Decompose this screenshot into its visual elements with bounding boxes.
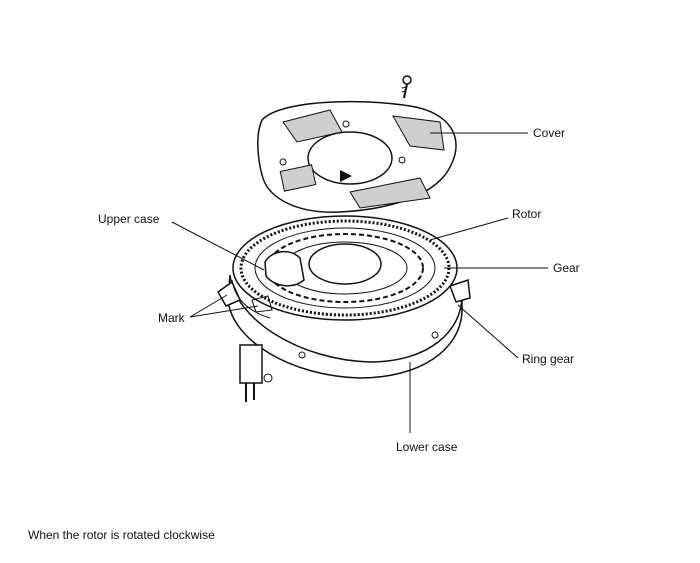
rotor-assembly [231,215,458,321]
leader-lines [171,132,548,433]
label-cover: Cover [533,126,566,140]
label-gear: Gear [553,261,580,275]
label-lower-case: Lower case [396,440,458,454]
label-rotor: Rotor [512,207,542,221]
cover [257,100,457,213]
label-upper-case: Upper case [98,212,160,226]
screw [401,75,412,99]
lower-case [217,274,471,402]
label-mark: Mark [158,311,185,325]
caption: When the rotor is rotated clockwise [28,528,215,542]
label-ring-gear: Ring gear [522,352,575,366]
